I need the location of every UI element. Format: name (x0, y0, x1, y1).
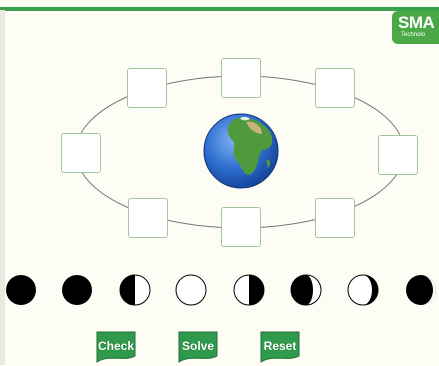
solve-button-label: Solve (177, 330, 219, 353)
check-button-label: Check (95, 330, 137, 353)
moon-phase-3[interactable] (120, 275, 150, 305)
moon-phase-4[interactable] (176, 275, 206, 305)
moon-phase-1[interactable] (6, 275, 36, 305)
reset-button-label: Reset (259, 330, 301, 353)
check-button[interactable]: Check (95, 330, 137, 366)
moon-phase-8[interactable] (406, 275, 436, 305)
solve-button[interactable]: Solve (177, 330, 219, 366)
moon-phase-5[interactable] (234, 275, 264, 305)
reset-button[interactable]: Reset (259, 330, 301, 366)
moon-phase-7[interactable] (348, 275, 378, 305)
moon-phase-6[interactable] (291, 275, 321, 305)
moon-phase-2[interactable] (62, 275, 92, 305)
